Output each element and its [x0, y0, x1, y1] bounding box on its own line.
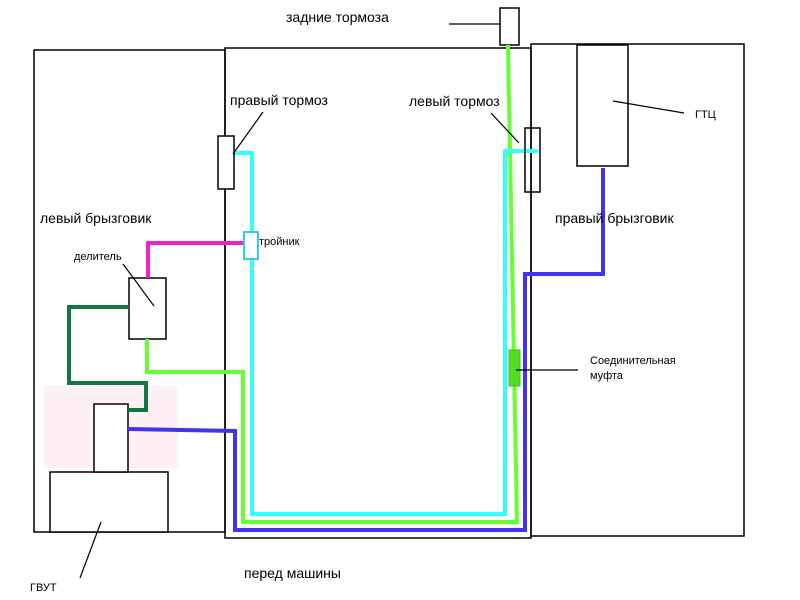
splitter-pointer [122, 263, 155, 307]
center-box [224, 47, 532, 539]
left-brake-connector [524, 127, 541, 193]
cyan-line-main [250, 149, 538, 516]
gvut-body [49, 471, 169, 533]
green-line [145, 44, 520, 524]
blue-line [127, 168, 605, 532]
splitter-body [128, 277, 167, 340]
tee-label: тройник [259, 236, 300, 248]
right-fender-label: правый брызговик [555, 210, 674, 226]
left-fender-label: левый брызговик [40, 210, 152, 226]
coupling-label-line2: муфта [590, 370, 624, 382]
right-brake-connector [217, 135, 235, 190]
left-brake-pointer [490, 112, 520, 144]
gvut-stem [93, 403, 129, 473]
gvut-pointer [79, 521, 102, 579]
left-brake-label: левый тормоз [409, 93, 500, 109]
rear-brakes-label: задние тормоза [286, 9, 389, 25]
gtc-label: ГТЦ [695, 109, 716, 121]
gtc-pointer [612, 100, 685, 114]
gtc-cylinder [576, 44, 629, 167]
coupling-label-line1: Соединительная [590, 355, 676, 367]
gvut-label: ГВУТ [30, 582, 57, 594]
car-front-label: перед машины [244, 565, 341, 581]
coupling-body [508, 349, 521, 387]
right-fender-box [530, 43, 745, 537]
rear-brakes-connector [499, 7, 520, 46]
right-brake-label: правый тормоз [230, 92, 328, 108]
cyan-line [234, 151, 254, 232]
magenta-line [146, 241, 244, 278]
right-brake-pointer [232, 111, 264, 155]
dark-green-line [67, 305, 148, 412]
splitter-label: делитель [74, 251, 122, 263]
tee-body [243, 231, 259, 260]
